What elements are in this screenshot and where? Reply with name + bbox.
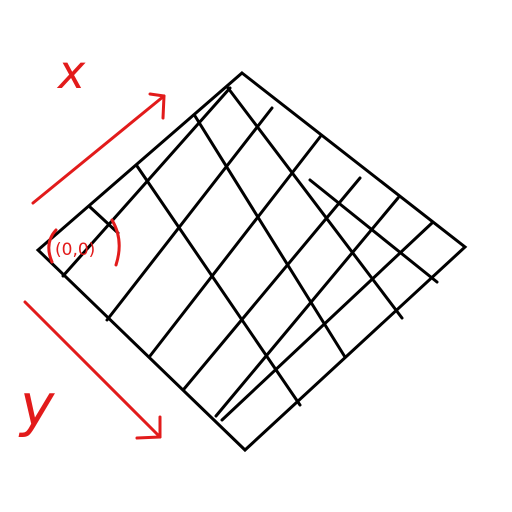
y-axis-arrow: [23, 300, 162, 440]
grid-lines-y-direction: [88, 86, 439, 407]
grid-lines-x-direction: [61, 86, 434, 422]
grid-line-x-6: [220, 221, 434, 422]
x-axis-arrow: [31, 92, 166, 205]
grid-line-y-1: [88, 205, 120, 235]
y-axis-label: y: [18, 371, 55, 439]
grid-line-y-3: [193, 114, 347, 359]
grid-line-x-2: [105, 106, 274, 322]
y-arrow-shaft: [23, 300, 162, 439]
grid-line-x-5: [214, 196, 400, 418]
grid-line-y-2: [135, 164, 302, 407]
grid-line-x-4: [182, 176, 362, 391]
x-axis-label: x: [56, 45, 86, 99]
origin-right-bracket: [110, 218, 121, 267]
grid-line-y-4: [226, 86, 404, 320]
x-arrow-head: [148, 92, 166, 120]
grid-line-y-5: [308, 178, 439, 284]
x-arrow-shaft: [31, 94, 166, 205]
y-arrow-head: [135, 415, 162, 440]
origin-left-bracket: [47, 228, 58, 264]
origin-brackets: [47, 218, 121, 267]
origin-label: (0,0): [55, 240, 95, 260]
grid-boundary: [35, 71, 468, 453]
